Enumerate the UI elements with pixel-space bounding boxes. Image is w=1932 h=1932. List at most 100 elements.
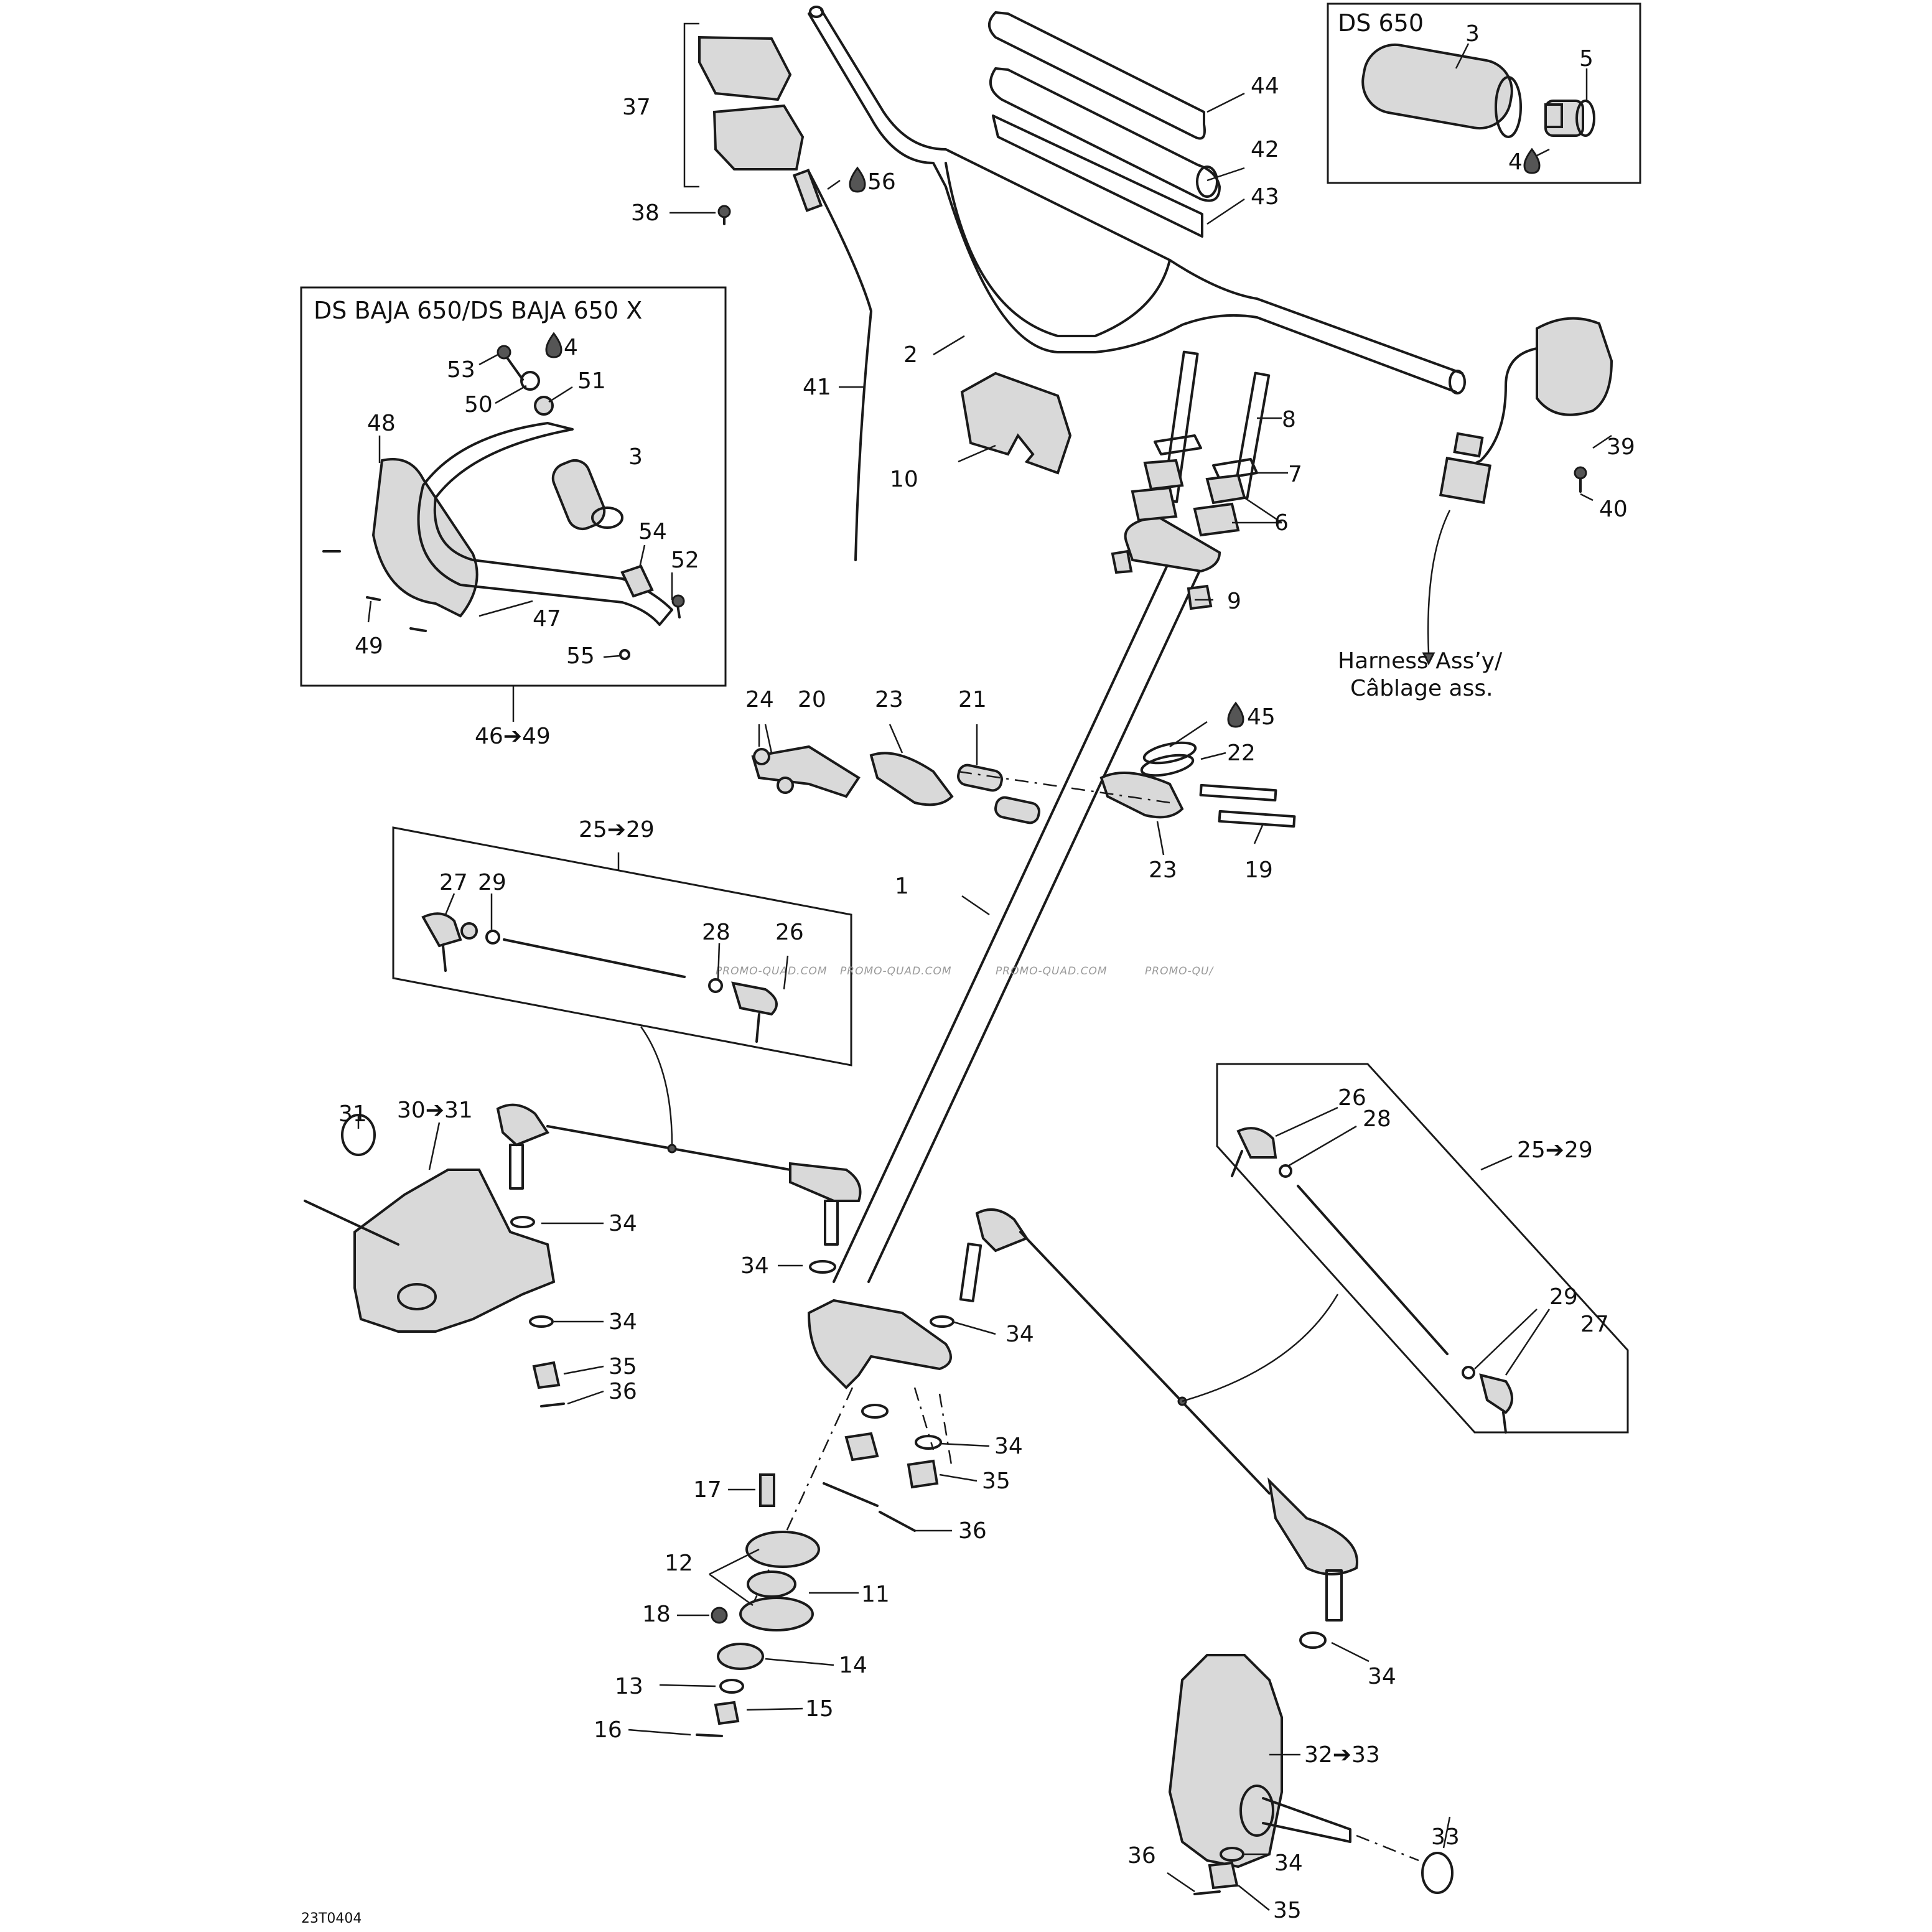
label-5: 5	[1579, 46, 1594, 72]
steering-column-1	[833, 559, 1206, 1283]
nut-35-right	[1208, 1861, 1239, 1890]
label-34-e: 34	[994, 1434, 1023, 1459]
lube-icon-56	[849, 166, 866, 193]
label-6: 6	[1274, 510, 1289, 536]
tierod-left-stud-b	[824, 1200, 839, 1246]
label-34-d: 34	[1006, 1322, 1034, 1347]
nut-24b	[777, 777, 794, 794]
label-35-left: 35	[609, 1354, 637, 1379]
plate-12b	[739, 1597, 814, 1631]
tierod-left-joint	[667, 1144, 677, 1154]
label-29-upper: 29	[478, 870, 506, 895]
tierod-upper-leader	[640, 1026, 673, 1146]
tierod-right-stud-a	[959, 1243, 982, 1302]
tierod-end-26a-stud	[755, 1013, 760, 1043]
label-27-upper: 27	[439, 870, 468, 895]
knuckle-left	[353, 1169, 556, 1333]
label-31: 31	[338, 1101, 367, 1127]
bracket-axis-dash-a	[913, 1387, 935, 1450]
grip-3-baja-end	[591, 506, 623, 529]
column-top-plate	[1124, 515, 1221, 573]
knuckle-right-hub	[1239, 1785, 1274, 1837]
washer-34-mid-a	[861, 1404, 889, 1419]
label-20: 20	[798, 687, 826, 712]
handguard-bar-47	[417, 422, 673, 626]
label-32-33: 32➔33	[1304, 1742, 1380, 1768]
handlebar-bend	[945, 162, 1171, 337]
cable-end-41	[792, 169, 823, 212]
tierod-right-end-b	[1267, 1477, 1358, 1575]
screw-38-head	[717, 205, 731, 218]
knuckle-right	[1168, 1654, 1283, 1869]
label-50: 50	[464, 392, 493, 418]
screw-17	[759, 1473, 775, 1507]
pin-36b	[879, 1511, 916, 1532]
grip-3-ds650-end	[1495, 76, 1522, 138]
label-54: 54	[638, 519, 667, 544]
tierod-right-leader	[1182, 1294, 1339, 1402]
connector-39b	[1453, 432, 1484, 458]
cover-10	[960, 371, 1072, 475]
label-2: 2	[903, 342, 918, 368]
label-56: 56	[867, 169, 896, 195]
label-35-right: 35	[1273, 1898, 1302, 1923]
screw-4	[1544, 103, 1563, 128]
tierod-right-box	[1216, 1063, 1629, 1434]
throttle-cable-41	[799, 170, 872, 561]
pad-42-end	[1196, 166, 1218, 198]
washer-50	[520, 371, 540, 391]
arm-axis-dash	[958, 770, 1170, 804]
label-38: 38	[631, 200, 660, 226]
housing-wire-39	[1455, 347, 1538, 474]
label-30-31: 30➔31	[397, 1098, 473, 1123]
clamp-6b	[1205, 474, 1246, 505]
tierod-end-26b-stud	[1231, 1150, 1243, 1177]
label-42: 42	[1251, 137, 1279, 162]
harness-note-line1: Harness Ass’y/	[1338, 648, 1503, 674]
nut-9a	[1111, 549, 1133, 574]
lube-icon	[1523, 147, 1541, 174]
nut-15	[714, 1701, 740, 1725]
plate-12a	[745, 1531, 820, 1568]
label-43: 43	[1251, 184, 1279, 210]
pad-44	[988, 11, 1206, 140]
label-48: 48	[367, 411, 396, 436]
pad-43	[992, 114, 1203, 238]
knuckle-right-axis-dash	[1356, 1834, 1419, 1862]
label-3-ds650: 3	[1465, 21, 1480, 47]
cover-37-upper	[698, 35, 792, 101]
washer-33	[1421, 1852, 1454, 1894]
label-40: 40	[1599, 497, 1628, 522]
washer-34-left-a	[510, 1216, 535, 1228]
lube-icon-45	[1227, 701, 1244, 728]
tierod-end-26a	[731, 981, 778, 1016]
label-10: 10	[890, 467, 918, 492]
label-19: 19	[1244, 857, 1273, 883]
label-34-c: 34	[609, 1309, 637, 1335]
washer-34-right-top	[1299, 1631, 1327, 1649]
label-35-mid: 35	[982, 1468, 1010, 1494]
label-39: 39	[1607, 434, 1635, 460]
handlebar-end-left	[809, 6, 824, 18]
tierod-upper-shaft	[503, 938, 686, 978]
label-4-baja: 4	[564, 335, 578, 360]
drawing-code: 23T0404	[301, 1911, 362, 1926]
tierod-left-end-a	[496, 1103, 550, 1147]
label-26-right: 26	[1338, 1085, 1366, 1111]
nut-18	[711, 1607, 728, 1624]
label-36-left: 36	[609, 1379, 637, 1404]
label-44: 44	[1251, 73, 1279, 99]
tierod-right-range-label: 25➔29	[1517, 1137, 1593, 1163]
tierod-right-shaft	[1019, 1231, 1271, 1495]
label-33: 33	[1431, 1824, 1460, 1850]
pad-42	[989, 67, 1221, 202]
baja-range-label: 46➔49	[475, 724, 551, 749]
label-17: 17	[693, 1477, 722, 1503]
tierod-upper-range-label: 25➔29	[579, 817, 655, 842]
nut-29a	[460, 922, 478, 940]
washer-28a	[708, 978, 723, 993]
spacer-51	[534, 396, 554, 416]
screw-52-head	[671, 594, 685, 608]
